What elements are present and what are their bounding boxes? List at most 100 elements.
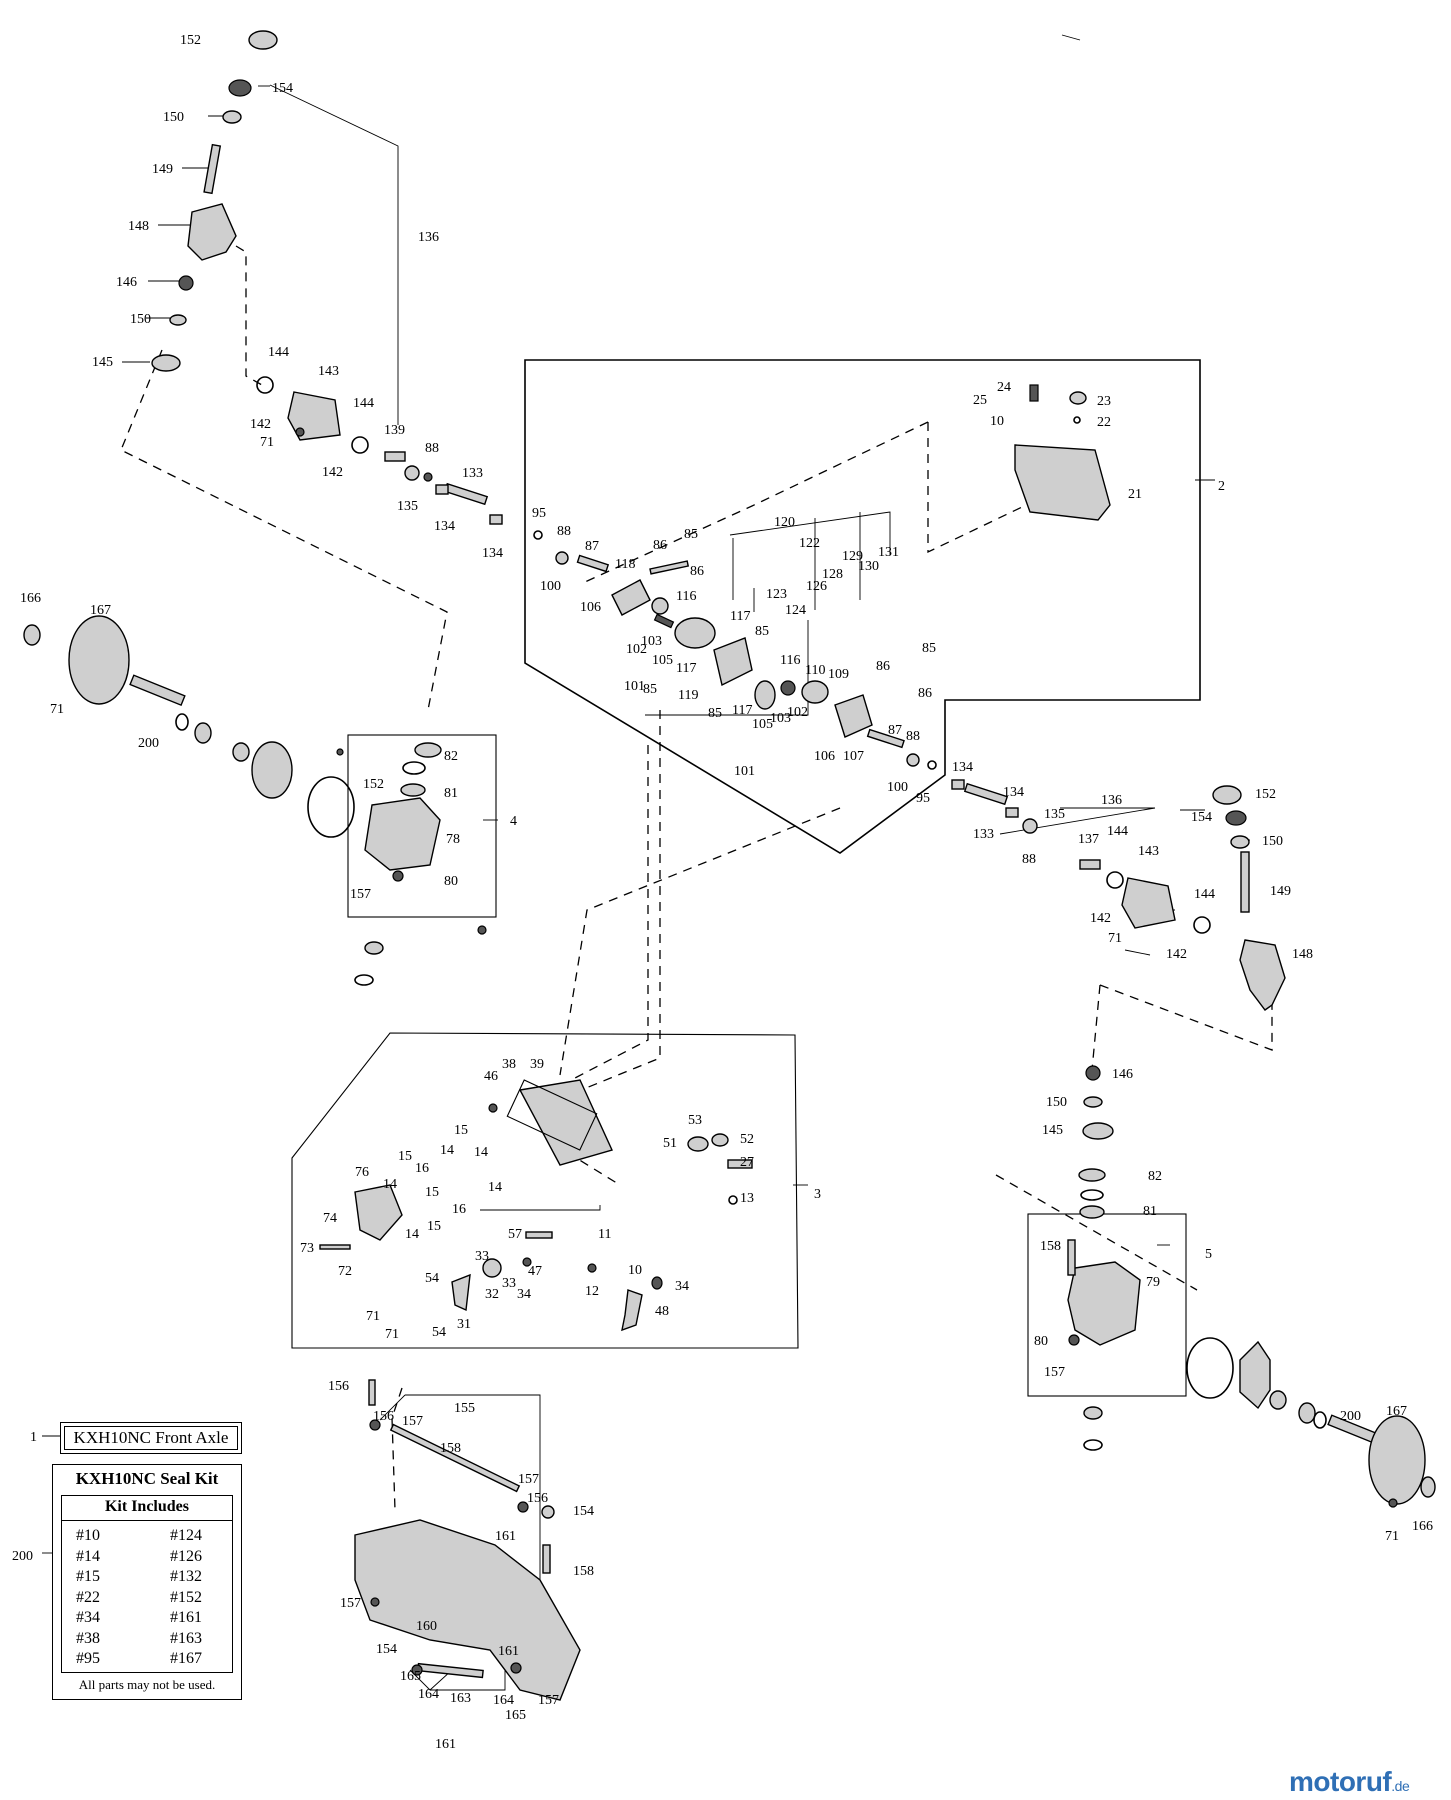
callout-16-b: 16 [452,1202,466,1217]
callout-126-a: 145 [92,355,113,370]
callout-72-a: 86 [653,538,667,553]
callout-34-a: 34 [517,1287,531,1302]
callout-81-b: 106 [814,749,835,764]
seal-56-left [414,742,442,758]
callout-74-c: 88 [906,729,920,744]
seal-132-right [1212,785,1242,805]
callout-87-a: 117 [730,609,750,624]
plate-82 [834,694,873,738]
callout-86-b: 117 [732,703,752,718]
ring-75-bottom [927,760,937,770]
pin-117a-right [951,779,965,790]
pin-143b [542,1544,551,1574]
kit-item: #95 [76,1650,100,1667]
center-plate-38 [518,1079,613,1166]
callout-75-b: 95 [916,791,930,806]
arm-31 [451,1273,471,1312]
cylinder-86a [674,617,716,649]
pin-117a-left [435,484,449,495]
callout-101: 122 [799,536,820,551]
callout-143-b: 158 [573,1564,594,1579]
callout-76-b: 100 [887,780,908,795]
watermark-logo: motoruf.de [1289,1766,1410,1798]
washer-74-left [423,472,433,482]
plug-53-left [392,870,404,882]
kit-item: #34 [76,1609,100,1626]
callout-12: 12 [585,1284,599,1299]
ring-165-right [1083,1439,1103,1451]
callout-120-b: 137 [1078,832,1099,847]
callout-128-b: 146 [1112,1067,1133,1082]
callout-74-d: 88 [1022,852,1036,867]
callout-152-a: 166 [20,591,41,606]
shaft-116-left [443,482,489,506]
callout-15-a: 15 [454,1123,468,1138]
callout-118-a: 135 [397,499,418,514]
callout-144: 160 [416,1619,437,1634]
housing-123-right [1121,877,1176,929]
callout-105: 126 [806,579,827,594]
bearing-85b [780,680,796,696]
callout-85-b: 116 [780,653,800,668]
shaft-130-left [203,143,222,195]
kit-note: All parts may not be used. [78,1677,216,1692]
callout-123-a: 143 [318,364,339,379]
callout-43: 57 [508,1227,522,1242]
ring-156-right [1080,1189,1104,1201]
seal-152-left [23,624,41,646]
callout-100: 120 [774,515,795,530]
callout-155-b: 200 [1340,1409,1361,1424]
callout-57: 46 [484,1069,498,1084]
callout-48-b: 54 [432,1325,446,1340]
callout-27: 27 [740,1155,754,1170]
callout-73-b: 87 [888,723,902,738]
bearing-133-left [228,79,252,97]
callout-44-a: 71 [260,435,274,450]
spring-120-left [384,451,406,462]
callout-78-b: 102 [787,705,808,720]
callout-72-d: 86 [918,686,932,701]
callout-122-c: 142 [1090,911,1111,926]
callout-56-b: 82 [1148,1169,1162,1184]
kit-item: #14 [76,1547,100,1565]
callout-102: 123 [766,587,787,602]
bolt-12 [587,1263,597,1273]
callout-33-a: 33 [475,1249,489,1264]
shaft-130-right [1240,851,1250,913]
callout-83: 109 [828,667,849,682]
housing-51 [1067,1261,1141,1346]
kit-item: #132 [170,1568,202,1585]
callout-146-a: 161 [495,1529,516,1544]
callout-3: 3 [814,1187,821,1202]
callout-142-a: 157 [1044,1365,1065,1380]
spring-80a [653,613,675,629]
callout-32: 32 [485,1287,499,1302]
callout-117-a: 134 [434,519,455,534]
callout-133-b: 154 [1191,810,1212,825]
callout-77-a: 101 [624,679,645,694]
housing-21 [1014,444,1111,521]
callout-136-b: 156 [328,1379,349,1394]
callout-53-a: 80 [444,874,458,889]
kit-item: #167 [170,1650,202,1667]
ring-22 [1073,416,1081,424]
o-ring-124b-left [351,436,369,454]
seal-126-right [1082,1122,1114,1140]
callout-16-a: 16 [415,1161,429,1176]
callout-110: 131 [878,545,899,560]
ring-13 [728,1195,738,1205]
seal-126-left [151,354,181,372]
callout-142-d: 157 [538,1693,559,1708]
callout-75-a: 95 [532,506,546,521]
seal-164-right [1083,1406,1103,1420]
fitting-150b [510,1662,522,1674]
callout-130-a: 149 [152,162,173,177]
pin-143 [1067,1239,1076,1276]
callout-131-d: 150 [1046,1095,1067,1110]
kit-column-right: #124 #126 #132 #152 #161 #163 #167 [170,1526,202,1670]
callout-126-b: 145 [1042,1123,1063,1138]
kit-includes-table: Kit Includes #10 #14 #15 #22 #34 #38 #95… [61,1495,233,1673]
callout-4: 4 [510,814,517,829]
ring-39 [687,1136,709,1152]
callout-74-a: 88 [425,441,439,456]
